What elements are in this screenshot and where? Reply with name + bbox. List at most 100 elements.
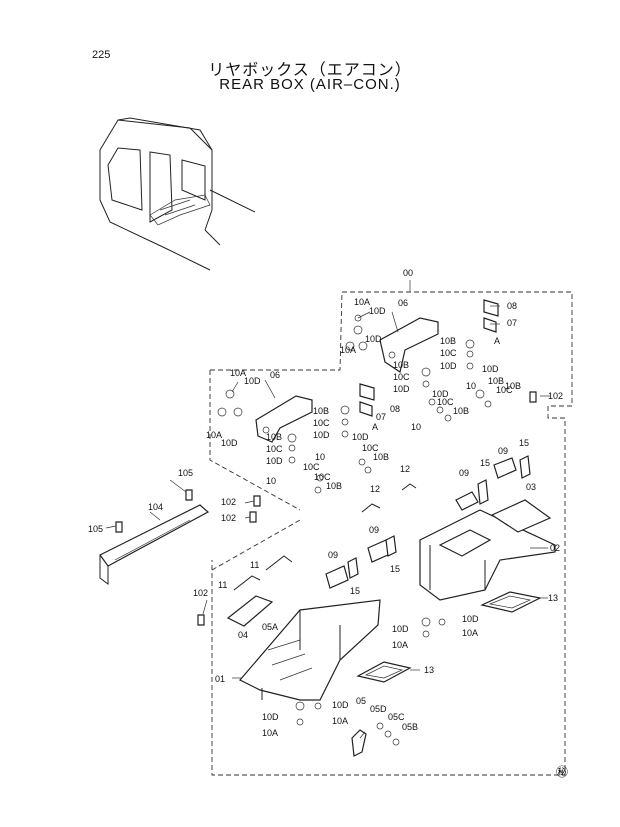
callout-10: 10 bbox=[315, 452, 325, 462]
callout-10D: 10D bbox=[365, 334, 382, 344]
callout-05: 05 bbox=[356, 696, 366, 706]
callout-10B: 10B bbox=[505, 381, 521, 391]
callout-A: A bbox=[372, 422, 378, 432]
callout-01: 01 bbox=[215, 674, 225, 684]
callout-12: 12 bbox=[400, 464, 410, 474]
callout-04: 04 bbox=[238, 630, 248, 640]
callout-12: 12 bbox=[370, 484, 380, 494]
callout-05C: 05C bbox=[388, 712, 405, 722]
callout-10D: 10D bbox=[392, 624, 409, 634]
callout-10A: 10A bbox=[354, 297, 370, 307]
callout-10C: 10C bbox=[266, 444, 283, 454]
callout-10D: 10D bbox=[462, 614, 479, 624]
callout-10C: 10C bbox=[362, 443, 379, 453]
callout-105: 105 bbox=[88, 524, 103, 534]
callout-10A: 10A bbox=[340, 345, 356, 355]
callout-10B: 10B bbox=[440, 336, 456, 346]
callout-labels: 00 08 07 A 06 10A 10D 10D 10A 10B 10C 10… bbox=[88, 268, 563, 738]
assembly-outline bbox=[209, 291, 573, 776]
callout-11: 11 bbox=[218, 580, 227, 590]
title-english: REAR BOX (AIR–CON.) bbox=[219, 76, 401, 93]
callout-00: 00 bbox=[403, 268, 413, 278]
callout-10A: 10A bbox=[230, 368, 246, 378]
callout-10B: 10B bbox=[373, 452, 389, 462]
callout-10C: 10C bbox=[303, 462, 320, 472]
latch-05 bbox=[351, 729, 367, 757]
callout-10: 10 bbox=[266, 476, 276, 486]
callout-10A: 10A bbox=[462, 628, 478, 638]
callout-102: 102 bbox=[221, 513, 236, 523]
callout-10A: 10A bbox=[262, 728, 278, 738]
hardware-group bbox=[115, 314, 537, 746]
callout-07: 07 bbox=[507, 318, 517, 328]
plate-03 bbox=[490, 499, 552, 533]
callout-10C: 10C bbox=[440, 348, 457, 358]
callout-02: 02 bbox=[550, 543, 560, 553]
callout-10C: 10C bbox=[313, 418, 330, 428]
gasket-13-lower bbox=[356, 661, 412, 683]
callout-10C: 10C bbox=[393, 372, 410, 382]
hook-12-b bbox=[361, 503, 381, 513]
callout-05A: 05A bbox=[262, 622, 278, 632]
base-01 bbox=[239, 599, 381, 701]
callout-10B: 10B bbox=[266, 432, 282, 442]
callout-104: 104 bbox=[148, 502, 163, 512]
page-number: 225 bbox=[92, 49, 111, 61]
callout-03: 03 bbox=[526, 482, 536, 492]
callout-10A: 10A bbox=[206, 430, 222, 440]
callout-10: 10 bbox=[466, 381, 476, 391]
pads-lower bbox=[325, 535, 397, 589]
callout-10D: 10D bbox=[221, 438, 238, 448]
callout-09: 09 bbox=[498, 446, 508, 456]
callout-10D: 10D bbox=[432, 389, 449, 399]
callout-15: 15 bbox=[390, 564, 400, 574]
callout-10C: 10C bbox=[437, 397, 454, 407]
callout-10C: 10C bbox=[496, 385, 513, 395]
callout-08: 08 bbox=[507, 301, 517, 311]
callout-07: 07 bbox=[376, 412, 386, 422]
title-japanese: リヤボックス（エアコン） bbox=[208, 60, 412, 79]
callout-10D: 10D bbox=[313, 430, 330, 440]
callout-A: A bbox=[494, 336, 500, 346]
callout-10D: 10D bbox=[482, 364, 499, 374]
callout-06: 06 bbox=[270, 370, 280, 380]
bracket-06-lower bbox=[255, 395, 313, 443]
callout-102: 102 bbox=[548, 391, 563, 401]
callout-10B: 10B bbox=[488, 376, 504, 386]
pads-upper bbox=[455, 455, 531, 511]
callout-11: 11 bbox=[250, 560, 259, 570]
support-bar-104 bbox=[99, 504, 210, 585]
lid-04 bbox=[226, 595, 274, 627]
hook-11-a bbox=[265, 555, 293, 571]
callout-10D: 10D bbox=[352, 432, 369, 442]
callout-10B: 10B bbox=[313, 406, 329, 416]
callout-102: 102 bbox=[193, 588, 208, 598]
callout-10D: 10D bbox=[332, 700, 349, 710]
callout-15: 15 bbox=[350, 586, 360, 596]
callout-15: 15 bbox=[480, 458, 490, 468]
callout-09: 09 bbox=[328, 550, 338, 560]
callout-10D: 10D bbox=[440, 361, 457, 371]
gasket-13-right bbox=[480, 591, 542, 613]
callout-15: 15 bbox=[519, 438, 529, 448]
box-02 bbox=[419, 509, 556, 601]
footer-mark: ㊙ bbox=[556, 765, 568, 779]
cab-overview-sketch bbox=[99, 117, 256, 271]
callout-10B: 10B bbox=[453, 406, 469, 416]
callout-09: 09 bbox=[459, 468, 469, 478]
callout-10C: 10C bbox=[314, 472, 331, 482]
callout-10: 10 bbox=[411, 422, 421, 432]
callout-05D: 05D bbox=[370, 704, 387, 714]
bracket-06-upper bbox=[379, 317, 439, 373]
callout-10A: 10A bbox=[332, 716, 348, 726]
callout-05B: 05B bbox=[402, 722, 418, 732]
hook-11-b bbox=[233, 575, 261, 591]
callout-10D: 10D bbox=[262, 712, 279, 722]
callout-10D: 10D bbox=[244, 376, 261, 386]
callout-102: 102 bbox=[221, 497, 236, 507]
callout-09: 09 bbox=[369, 525, 379, 535]
callout-08: 08 bbox=[390, 404, 400, 414]
callout-06: 06 bbox=[398, 298, 408, 308]
clip-08-07-lower bbox=[359, 383, 375, 417]
